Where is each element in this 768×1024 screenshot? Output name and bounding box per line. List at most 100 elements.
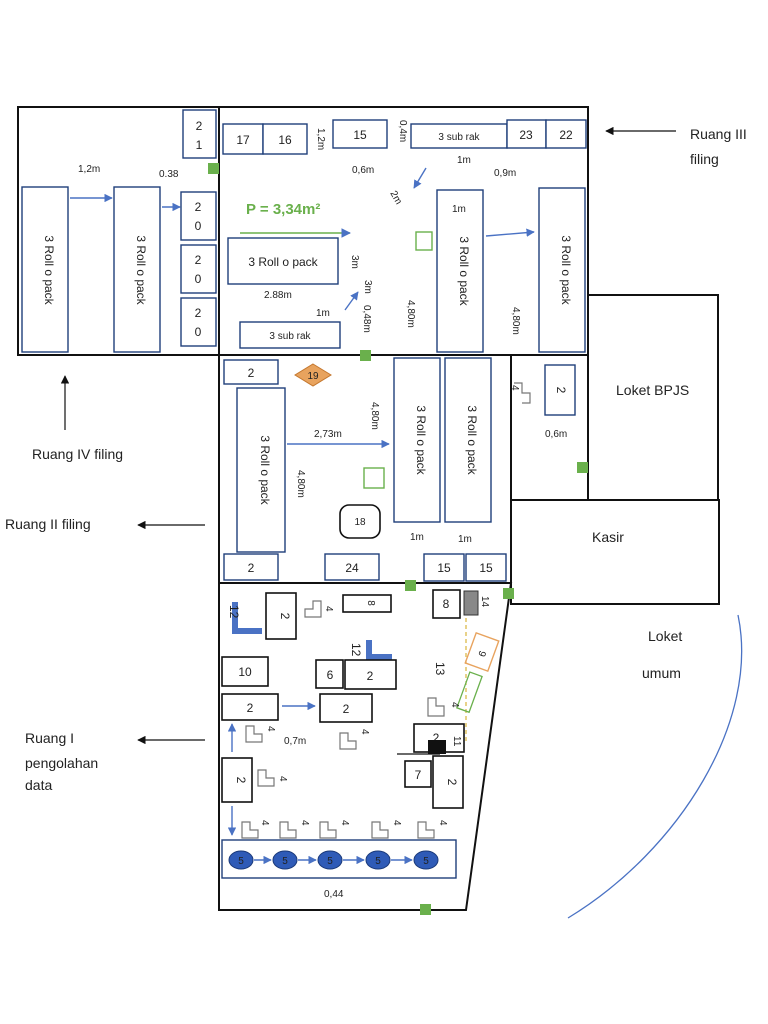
box-2-i-center [319,693,373,723]
svg-text:0: 0 [195,325,202,339]
svg-text:0,9m: 0,9m [494,168,516,179]
svg-text:8: 8 [365,600,376,606]
l-desk-12-left [232,602,262,634]
box-23 [506,119,547,149]
svg-text:4: 4 [509,385,520,391]
svg-text:5: 5 [375,856,381,867]
box-2-i-side [221,757,253,803]
box-24 [324,553,380,581]
ruang-iv-label: Ruang IV filing [32,446,123,462]
svg-text:4,80m: 4,80m [295,470,306,498]
svg-text:2: 2 [195,306,202,320]
kasir-outline [510,499,720,605]
svg-text:14: 14 [479,596,490,608]
svg-text:3 Roll o pack: 3 Roll o pack [457,236,471,306]
roll-o-pack-ii-3 [444,357,492,523]
box-18 [339,504,381,539]
svg-text:2: 2 [433,731,440,745]
svg-text:12: 12 [227,605,241,619]
svg-text:2,73m: 2,73m [314,429,342,440]
svg-text:22: 22 [559,128,573,142]
door-3 [577,462,588,473]
svg-text:15: 15 [479,561,493,575]
area-label: P = 3,34m² [246,201,320,218]
svg-text:5: 5 [238,856,244,867]
l-desk-12-right [366,640,392,660]
svg-text:2: 2 [278,613,292,620]
svg-text:2.88m: 2.88m [264,290,292,301]
box-8-left [342,594,392,613]
svg-text:1m: 1m [410,532,424,543]
svg-text:11: 11 [451,736,462,747]
svg-text:4: 4 [299,820,310,826]
svg-text:23: 23 [519,128,533,142]
ruang-i-label-2: pengolahan [25,755,98,771]
svg-text:10: 10 [238,665,252,679]
loket-umum-label-1: Loket [648,628,682,644]
svg-text:4: 4 [323,606,334,612]
roll-o-pack-iii-h [227,237,339,285]
svg-text:4: 4 [277,776,288,782]
svg-text:18: 18 [354,517,366,528]
svg-text:24: 24 [345,561,359,575]
svg-text:9: 9 [475,649,487,658]
svg-text:2: 2 [367,669,374,683]
box-2-i-top [265,592,297,640]
kasir-label: Kasir [592,529,624,545]
svg-text:5: 5 [282,856,288,867]
svg-text:2: 2 [234,777,248,784]
svg-text:8: 8 [443,597,450,611]
svg-text:1m: 1m [316,308,330,319]
box-7 [404,760,432,788]
svg-text:2: 2 [445,779,459,786]
box-20-a [180,191,217,241]
svg-text:2: 2 [554,387,568,394]
chair-ii [514,382,531,404]
box-2-i-mid [344,659,397,690]
box-2-i-bottom-right [432,755,464,809]
svg-text:2: 2 [247,701,254,715]
svg-text:15: 15 [437,561,451,575]
box-2-ii-right [544,364,576,416]
roll-o-pack-iv-2 [113,186,161,353]
box-2-i-left [221,693,279,721]
box-15-b [465,553,507,582]
svg-text:3 Roll o pack: 3 Roll o pack [258,435,272,505]
door-6 [420,904,431,915]
svg-text:3m: 3m [349,255,360,269]
svg-text:3 Roll o pack: 3 Roll o pack [414,405,428,475]
svg-text:0: 0 [195,272,202,286]
svg-text:4: 4 [265,726,276,732]
svg-text:4: 4 [359,729,370,735]
ruang-iii-label-2: filing [690,151,719,167]
roll-o-pack-ii-2 [393,357,441,523]
svg-text:4: 4 [259,820,270,826]
svg-text:5: 5 [327,856,333,867]
svg-text:3 Roll o pack: 3 Roll o pack [248,255,318,269]
roll-o-pack-iv-2-label: 3 Roll o pack [134,235,148,305]
box-2-ii-top [223,359,279,385]
svg-text:3 Roll o pack: 3 Roll o pack [559,235,573,305]
box-14 [463,590,479,616]
svg-text:6: 6 [327,668,334,682]
svg-text:12: 12 [349,643,363,657]
svg-text:4: 4 [449,702,460,708]
svg-text:4: 4 [437,820,448,826]
loket-umum-curve [567,614,743,919]
svg-text:2: 2 [196,119,203,133]
door-5 [503,588,514,599]
svg-text:2: 2 [343,702,350,716]
svg-text:0,6m: 0,6m [352,165,374,176]
svg-text:1m: 1m [457,155,471,166]
door-2 [360,350,371,361]
box-16 [262,123,308,155]
box-15-a [423,553,465,582]
ruang-i-label-3: data [25,777,52,793]
box-9 [464,631,500,673]
svg-text:4,80m: 4,80m [510,307,521,335]
box-22 [545,119,587,149]
roll-o-pack-iv-1 [21,186,69,353]
svg-text:17: 17 [236,133,250,147]
svg-text:16: 16 [278,133,292,147]
